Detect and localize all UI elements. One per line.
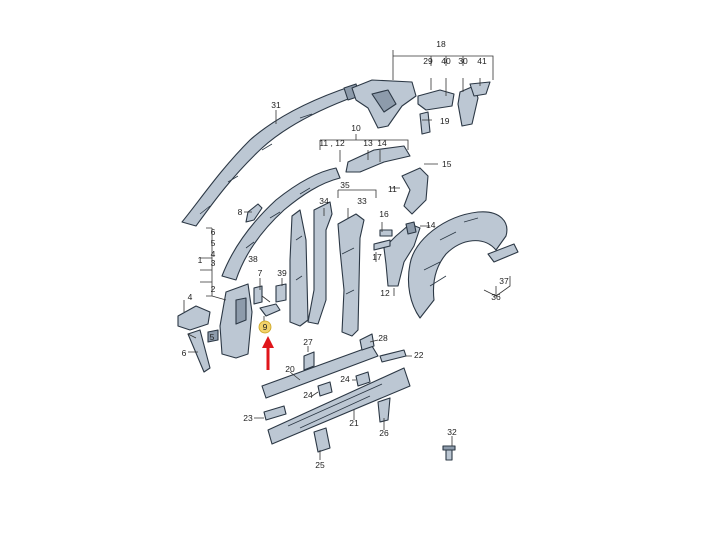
label-29: 29 <box>423 56 433 66</box>
label-28: 28 <box>378 333 388 343</box>
label-40: 40 <box>441 56 451 66</box>
label-2: 2 <box>211 284 216 294</box>
label-24-left: 24 <box>303 390 313 400</box>
label-4-upper: 4 <box>211 249 216 259</box>
label-19: 19 <box>440 116 450 126</box>
label-31: 31 <box>271 100 281 110</box>
label-41: 41 <box>477 56 487 66</box>
label-14-top: 14 <box>377 138 387 148</box>
part-c-pillar[interactable] <box>373 221 421 287</box>
label-10: 10 <box>351 123 361 133</box>
label-36: 36 <box>491 292 501 302</box>
label-34: 34 <box>319 196 329 206</box>
label-12: 12 <box>380 288 390 298</box>
label-15: 15 <box>442 159 452 169</box>
label-1: 1 <box>198 255 203 265</box>
label-21: 21 <box>349 418 359 428</box>
label-9: 9 <box>263 322 268 332</box>
label-23: 23 <box>243 413 253 423</box>
label-3: 3 <box>211 258 216 268</box>
label-26: 26 <box>379 428 389 438</box>
part-rear-wheel-arch[interactable] <box>407 211 519 319</box>
part-hinge-bracket[interactable] <box>177 305 219 373</box>
label-20: 20 <box>285 364 295 374</box>
label-33: 33 <box>357 196 367 206</box>
part-rear-upper-assembly[interactable] <box>351 79 491 135</box>
label-11: 11 <box>388 184 397 194</box>
label-24-right: 24 <box>340 374 350 384</box>
label-4-lower: 4 <box>188 292 193 302</box>
label-7: 7 <box>258 268 263 278</box>
label-5: 5 <box>211 238 216 248</box>
part-32-screw[interactable] <box>442 445 456 461</box>
label-32: 32 <box>447 427 457 437</box>
label-30: 30 <box>458 56 468 66</box>
label-22: 22 <box>414 350 424 360</box>
label-11-12: 11 , 12 <box>319 138 345 148</box>
label-6-top: 6 <box>211 227 216 237</box>
leader-lines <box>183 50 511 460</box>
label-37: 37 <box>499 276 509 286</box>
part-roof-frame-upper[interactable] <box>345 145 429 215</box>
part-labels: 18 29 40 30 41 31 19 10 11 , 12 13 14 15… <box>182 39 509 470</box>
label-6-lower: 6 <box>182 348 187 358</box>
part-8-bracket[interactable] <box>245 203 263 223</box>
part-b-pillar[interactable] <box>289 201 365 337</box>
part-a-pillar-lower[interactable] <box>219 283 287 359</box>
label-16: 16 <box>379 209 389 219</box>
label-5-lower: 5 <box>210 332 215 342</box>
part-side-sill[interactable] <box>261 333 411 453</box>
label-35: 35 <box>340 180 350 190</box>
label-25: 25 <box>315 460 325 470</box>
label-17: 17 <box>372 252 382 262</box>
label-14: 14 <box>426 220 436 230</box>
part-a-pillar[interactable] <box>221 167 341 281</box>
label-38: 38 <box>248 254 258 264</box>
label-18: 18 <box>436 39 446 49</box>
label-13: 13 <box>363 138 373 148</box>
label-39: 39 <box>277 268 287 278</box>
highlight-arrow <box>262 336 274 370</box>
label-27: 27 <box>303 337 313 347</box>
part-9-reinforcement[interactable] <box>259 303 281 317</box>
label-8: 8 <box>238 207 243 217</box>
highlight-marker <box>258 320 272 334</box>
